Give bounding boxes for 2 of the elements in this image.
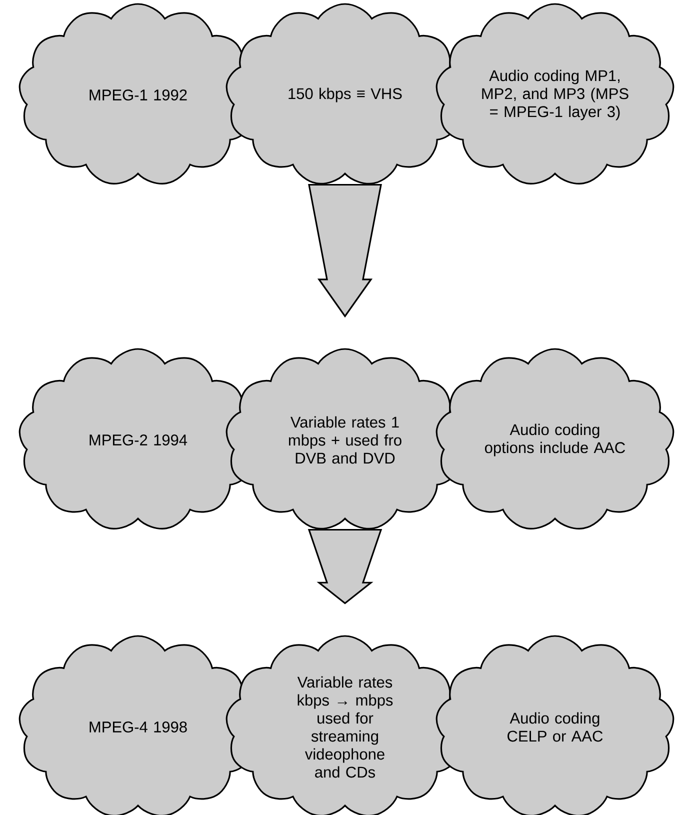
node-label: Variable rates kbps → mbps used for streaming videophone and CDs <box>297 676 393 778</box>
block-arrow <box>308 184 382 318</box>
